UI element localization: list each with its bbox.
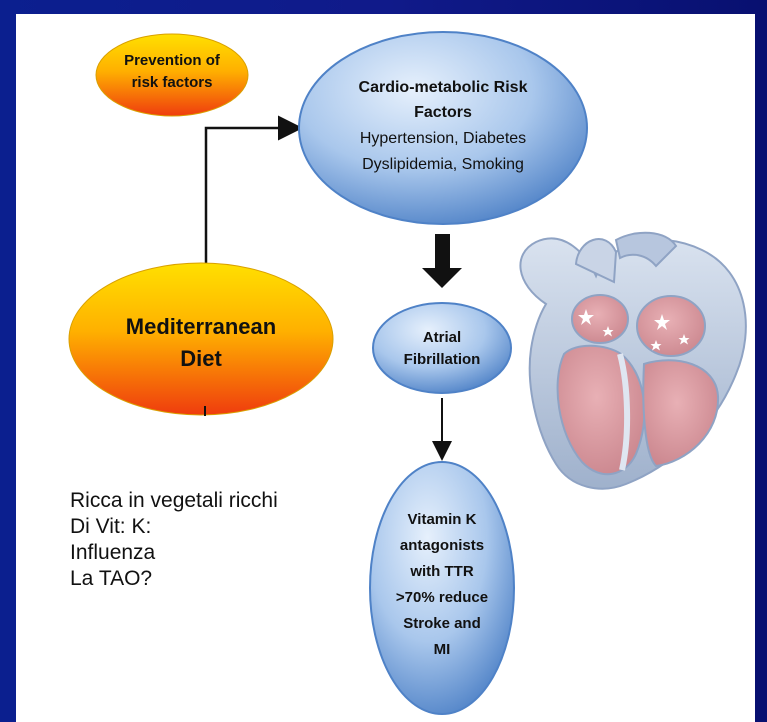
content-panel: Prevention of risk factors Cardio-metabo…	[16, 14, 755, 722]
vitamin-line-6: MI	[434, 641, 451, 658]
prevention-line-1: Prevention of	[124, 52, 221, 69]
cardio-title-line-1: Cardio-metabolic Risk	[359, 79, 528, 96]
notes-line-2: Di Vit: K:	[70, 514, 320, 540]
thick-down-arrow	[422, 234, 462, 288]
atrial-line-2: Fibrillation	[404, 351, 481, 368]
connector-diet-to-risk	[206, 128, 298, 278]
prevention-node: Prevention of risk factors	[96, 34, 248, 116]
notes-line-1: Ricca in vegetali ricchi	[70, 488, 320, 514]
cardio-title-line-2: Factors	[414, 104, 472, 121]
cardio-risk-node: Cardio-metabolic Risk Factors Hypertensi…	[299, 32, 587, 224]
atrial-fibrillation-node: Atrial Fibrillation	[373, 303, 511, 393]
vitamin-k-node: Vitamin K antagonists with TTR >70% redu…	[370, 462, 514, 714]
vitamin-line-3: with TTR	[409, 563, 473, 580]
vitamin-line-4: >70% reduce	[396, 589, 488, 606]
vitamin-line-5: Stroke and	[403, 615, 481, 632]
atrial-line-1: Atrial	[423, 329, 461, 346]
cardio-detail-line-2: Dyslipidemia, Smoking	[362, 156, 524, 173]
notes-line-3: Influenza	[70, 540, 320, 566]
notes-text-block: Ricca in vegetali ricchi Di Vit: K: Infl…	[70, 488, 320, 592]
prevention-line-2: risk factors	[132, 74, 213, 91]
vitamin-line-2: antagonists	[400, 537, 484, 554]
cardio-detail-line-1: Hypertension, Diabetes	[360, 130, 526, 147]
notes-line-4: La TAO?	[70, 566, 320, 592]
mediterranean-line-2: Diet	[180, 346, 222, 371]
vitamin-line-1: Vitamin K	[408, 511, 477, 528]
flow-diagram: Prevention of risk factors Cardio-metabo…	[16, 14, 755, 722]
heart-cross-section-icon	[520, 233, 745, 489]
mediterranean-diet-node: Mediterranean Diet	[69, 263, 333, 415]
mediterranean-line-1: Mediterranean	[126, 314, 276, 339]
